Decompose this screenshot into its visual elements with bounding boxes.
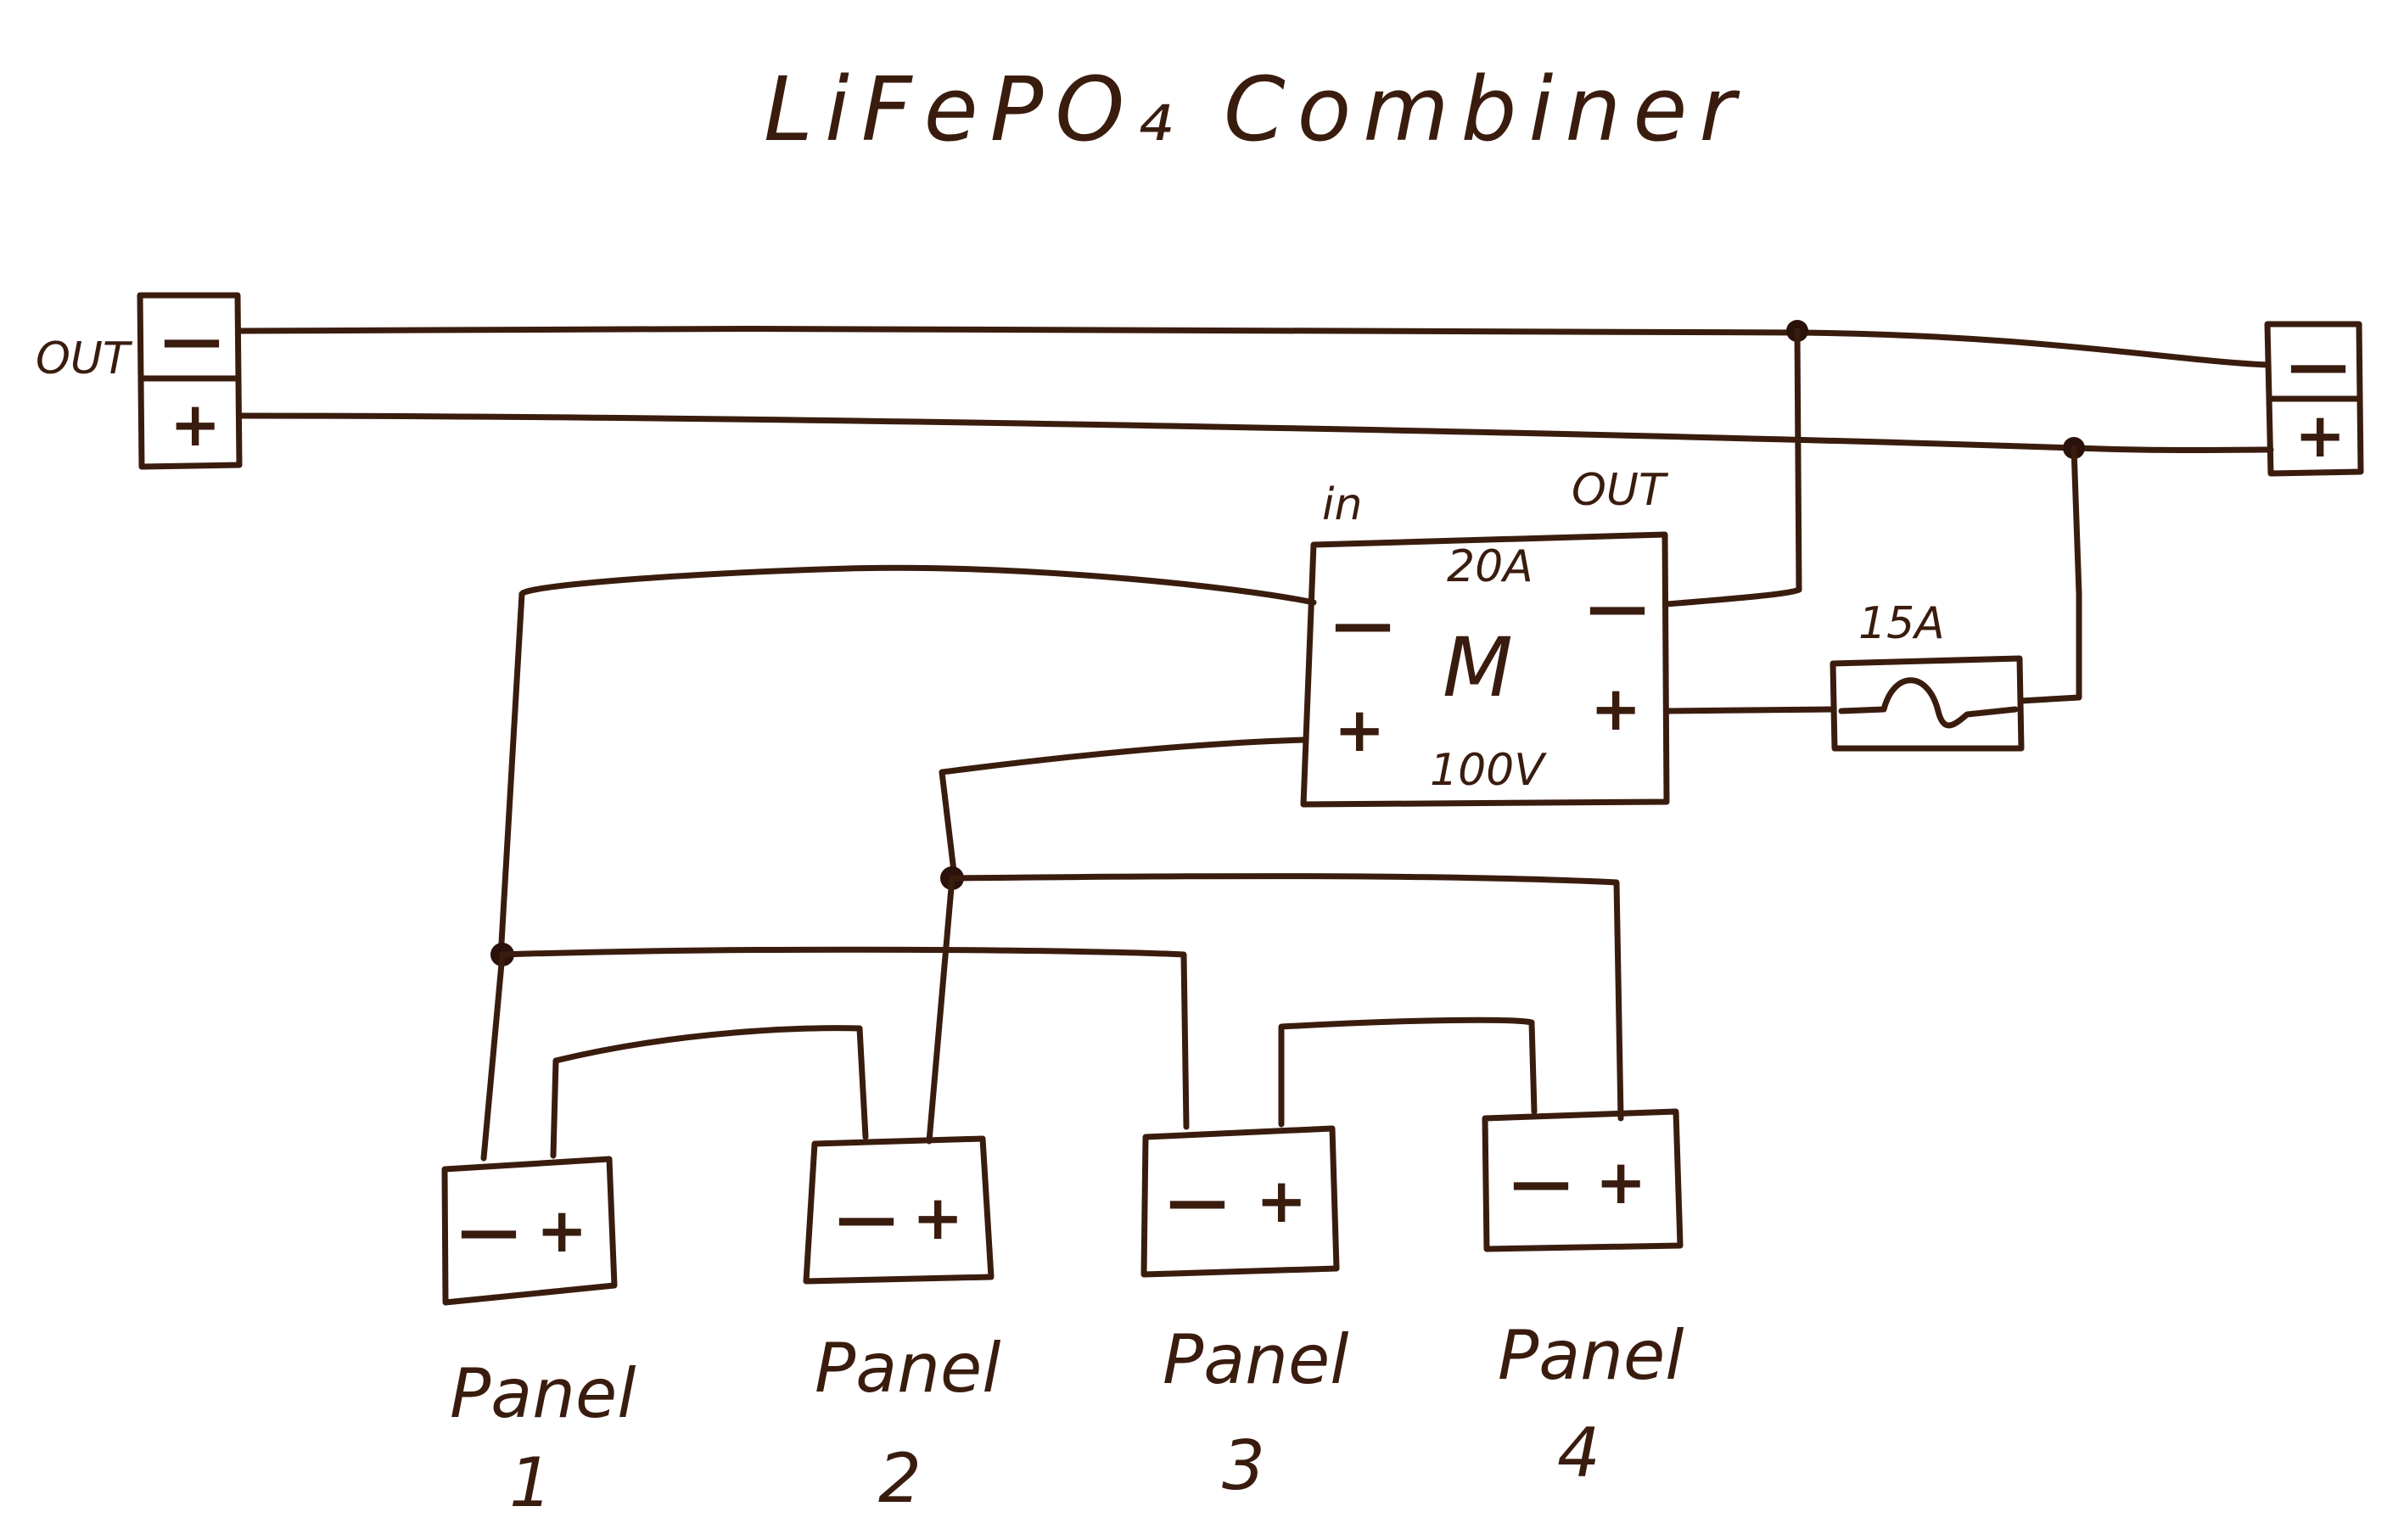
controller-current-rating: 20A — [1447, 541, 1533, 592]
panel1-to-panel2-series-wire — [550, 1025, 869, 1159]
panels-negative-combined-wire — [497, 564, 1317, 960]
left-terminal-plus: + — [170, 389, 221, 460]
right-terminal-minus: — — [2288, 329, 2349, 400]
panel-2: — + Panel 2 — [803, 1135, 1000, 1518]
panel3-minus: — — [1167, 1165, 1228, 1236]
panel3-plus: + — [1256, 1165, 1307, 1236]
panel1-name: Panel — [450, 1354, 636, 1433]
right-output-terminal: — + — [2264, 321, 2364, 477]
panel1-plus: + — [536, 1195, 587, 1266]
controller-out-label: OUT — [1572, 465, 1669, 516]
panel2-name: Panel — [815, 1329, 1000, 1408]
panel3-negative-wire — [499, 946, 1190, 1130]
charge-controller: in OUT 20A M 100V — + — + — [1300, 465, 1670, 808]
fuse-to-bus-wire — [2018, 445, 2082, 704]
controller-in-minus: — — [1332, 588, 1393, 659]
panel-3: — + Panel 3 — [1140, 1125, 1348, 1505]
panel4-name: Panel — [1498, 1316, 1684, 1395]
panel3-name: Panel — [1163, 1320, 1348, 1399]
controller-in-label: in — [1322, 479, 1362, 530]
controller-in-plus: + — [1334, 694, 1385, 765]
panel3-to-panel4-series-wire — [1278, 1016, 1538, 1128]
panel1-minus: — — [458, 1195, 519, 1266]
panel1-number: 1 — [509, 1443, 552, 1522]
fuse: 15A — [1830, 598, 2025, 752]
panel-1: — + Panel 1 — [441, 1156, 636, 1522]
diagram-title: LiFePO₄ Combiner — [764, 58, 1747, 161]
left-terminal-minus: — — [161, 304, 222, 375]
controller-out-minus: — — [1587, 571, 1648, 642]
left-terminal-out-label: OUT — [36, 333, 133, 384]
panel2-number: 2 — [878, 1439, 922, 1518]
panel4-positive-wire — [949, 873, 1624, 1122]
negative-bus-wire — [236, 325, 2271, 368]
panels-positive-combined-wire — [939, 736, 1307, 882]
panel3-number: 3 — [1222, 1426, 1265, 1505]
controller-out-negative-wire — [1663, 328, 1802, 608]
panel-4: — + Panel 4 — [1482, 1108, 1684, 1492]
panel4-plus: + — [1595, 1146, 1646, 1218]
panel4-minus: — — [1510, 1146, 1572, 1218]
panel2-positive-wire — [926, 875, 955, 1145]
controller-out-plus: + — [1590, 673, 1641, 744]
panel1-negative-wire — [480, 951, 506, 1162]
fuse-rating: 15A — [1858, 598, 1945, 649]
controller-voltage-rating: 100V — [1430, 745, 1547, 796]
controller-symbol: M — [1443, 620, 1513, 715]
right-terminal-plus: + — [2295, 400, 2345, 471]
panel2-plus: + — [912, 1182, 963, 1253]
panel2-minus: — — [836, 1182, 897, 1253]
panel4-number: 4 — [1557, 1414, 1600, 1492]
positive-bus-wire — [236, 412, 2274, 453]
left-output-terminal: OUT — + — [36, 292, 243, 470]
controller-out-positive-wire — [1663, 706, 1836, 714]
